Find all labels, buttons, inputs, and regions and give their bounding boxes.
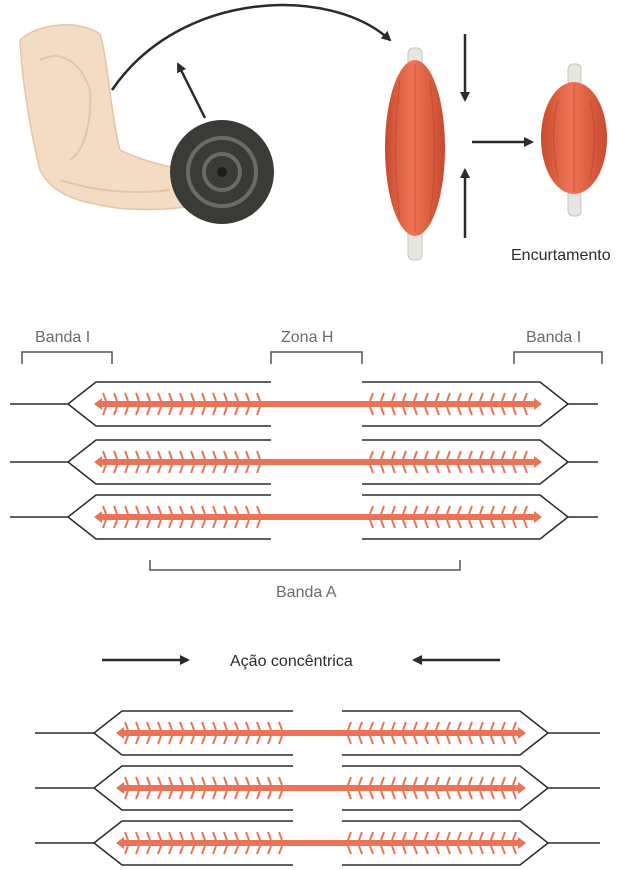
sarcomere-contracted (35, 711, 600, 865)
muscle-shortened (541, 64, 607, 216)
filament-cap (94, 511, 102, 523)
sarcomere-row (35, 766, 600, 810)
shortening-label: Encurtamento (511, 247, 611, 264)
filament-cap (116, 782, 124, 794)
myosin-filament (100, 514, 536, 520)
myosin-filament (122, 730, 520, 736)
filament-cap (518, 727, 526, 739)
bracket-zone-h (271, 352, 362, 364)
filament-cap (116, 727, 124, 739)
myosin-filament (122, 785, 520, 791)
sarcomere-row (35, 711, 600, 755)
bracket-band-i-left (22, 352, 112, 364)
sarcomere-row (10, 382, 598, 426)
filament-cap (518, 782, 526, 794)
weight-plate (170, 120, 274, 224)
filament-cap (534, 511, 542, 523)
z-line-left-top (10, 495, 271, 517)
filament-cap (116, 837, 124, 849)
muscle-relaxed (385, 48, 445, 260)
myosin-filament (122, 840, 520, 846)
myosin-filament (100, 459, 536, 465)
filament-cap (94, 456, 102, 468)
z-line-left-top (10, 382, 271, 404)
z-line-left-top (35, 711, 293, 733)
sarcomere-relaxed (10, 382, 598, 539)
curved-arrow (112, 5, 390, 90)
sarcomere-row (10, 495, 598, 539)
lift-up-arrow (178, 64, 205, 118)
filament-cap (534, 456, 542, 468)
filament-cap (534, 398, 542, 410)
band-i-left-label: Banda I (35, 329, 90, 346)
filament-cap (94, 398, 102, 410)
bracket-band-a (150, 560, 460, 570)
myosin-filament (100, 401, 536, 407)
concentric-action-label: Ação concêntrica (230, 653, 353, 670)
bracket-band-i-right (514, 352, 602, 364)
z-line-left-top (35, 821, 293, 843)
sarcomere-row (10, 440, 598, 484)
band-i-right-label: Banda I (526, 329, 581, 346)
sarcomere-row (35, 821, 600, 865)
filament-cap (518, 837, 526, 849)
z-line-left-top (10, 440, 271, 462)
z-line-left-top (35, 766, 293, 788)
band-a-label: Banda A (276, 584, 337, 601)
zone-h-label: Zona H (281, 329, 333, 346)
